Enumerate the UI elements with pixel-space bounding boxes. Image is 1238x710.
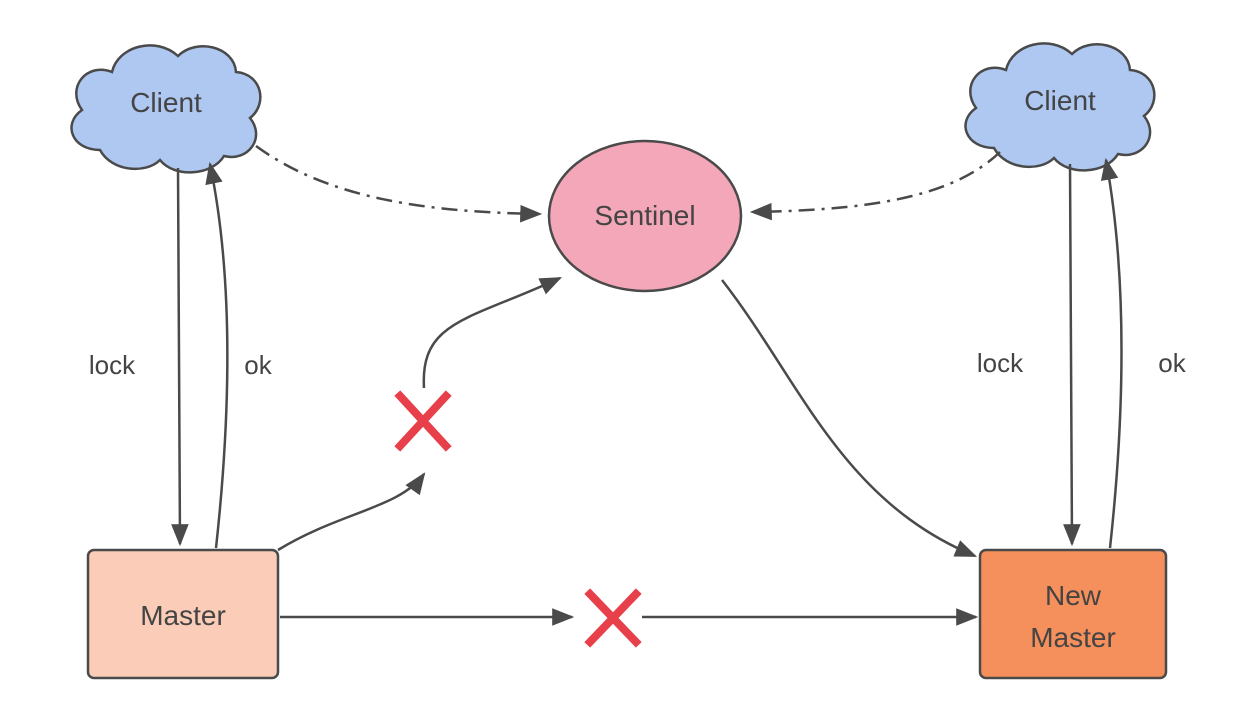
client-right-cloud-shape xyxy=(964,42,1156,172)
client-right-label: Client xyxy=(1024,85,1096,116)
sentinel-ellipse xyxy=(547,139,743,293)
cross-mark-icon xyxy=(394,390,452,452)
edge-client-left-to-sentinel xyxy=(255,144,543,223)
cross-mark-icon xyxy=(584,588,642,648)
edge-right-ok xyxy=(1100,157,1123,549)
new-master-label-line1: New xyxy=(1045,580,1102,611)
client-left-node: Client xyxy=(70,44,262,174)
client-left-cloud-shape xyxy=(70,44,262,174)
right-ok-label: ok xyxy=(1158,348,1186,378)
left-ok-label: ok xyxy=(244,350,272,380)
edge-cross-to-sentinel xyxy=(422,276,562,389)
sentinel-label: Sentinel xyxy=(594,200,695,231)
master-label: Master xyxy=(140,600,226,631)
master-box xyxy=(86,548,280,680)
client-left-label: Client xyxy=(130,87,202,118)
edge-master-to-cross-upper xyxy=(277,472,426,552)
client-right-node: Client xyxy=(964,42,1156,172)
edge-sentinel-to-new-master xyxy=(721,279,978,558)
new-master-box xyxy=(978,548,1168,680)
edge-client-right-to-sentinel xyxy=(749,151,1001,221)
new-master-node: New Master xyxy=(978,548,1168,680)
right-lock-label: lock xyxy=(977,348,1024,378)
edge-right-lock xyxy=(1063,163,1081,547)
sentinel-node: Sentinel xyxy=(547,139,743,293)
edge-left-lock xyxy=(171,167,189,547)
new-master-label-line2: Master xyxy=(1030,622,1116,653)
master-node: Master xyxy=(86,548,280,680)
edge-left-ok xyxy=(205,161,229,549)
left-lock-label: lock xyxy=(89,350,136,380)
